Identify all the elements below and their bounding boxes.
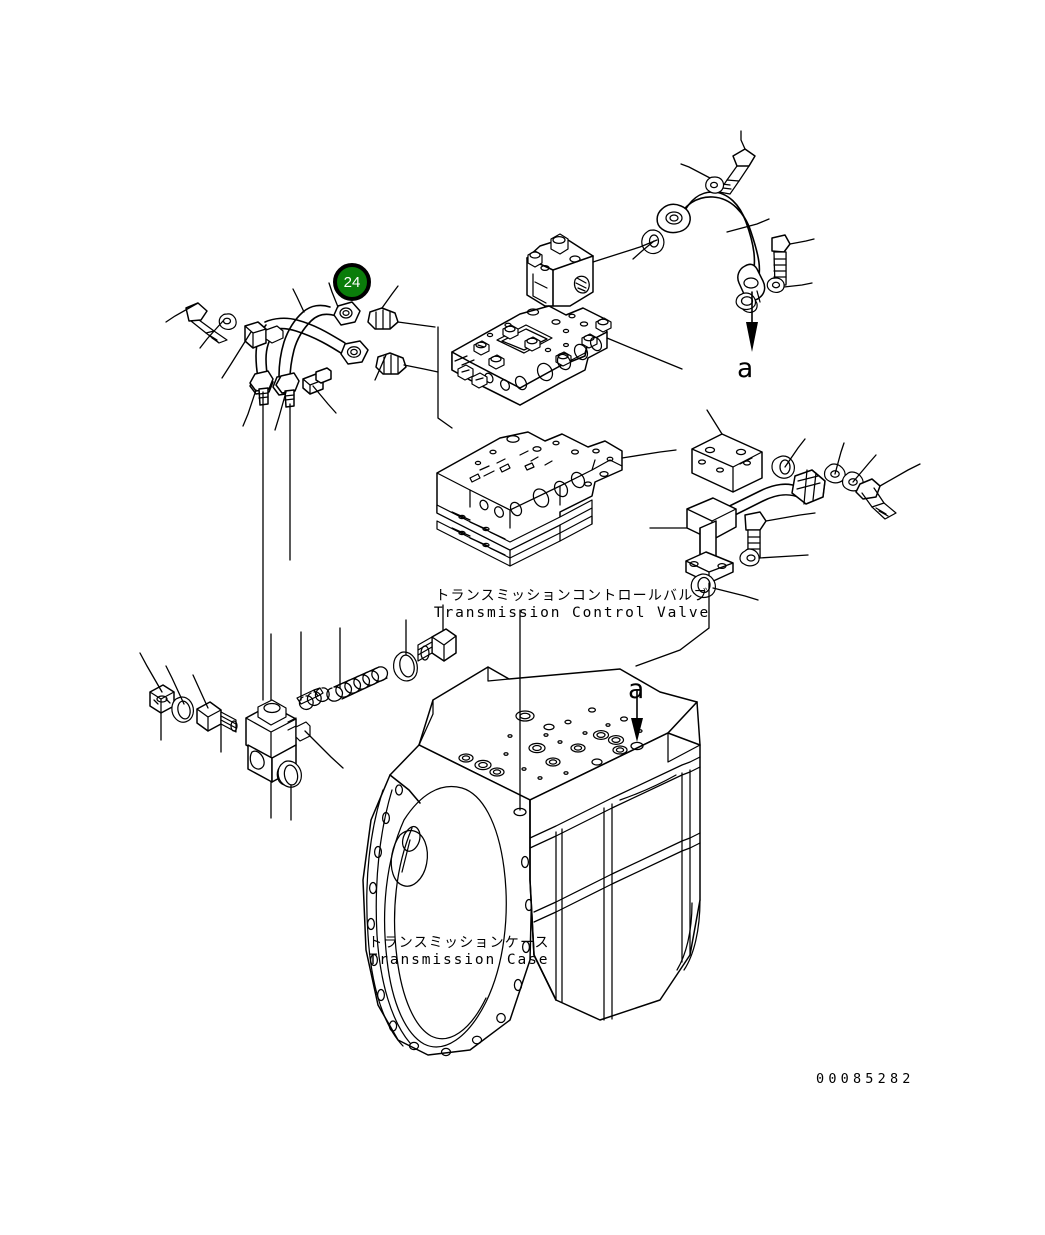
caption-en-text: Transmission Case [368,951,550,968]
transmission-control-valve-body [436,305,683,567]
transmission-case-housing [362,666,701,1057]
caption-en-text: Transmission Control Valve [433,604,711,621]
bracket-right [635,409,921,667]
section-arrow-case [630,689,644,751]
callout-badge-number: 24 [343,273,361,291]
tube-assembly-left [165,282,439,701]
drawing-number: 00085282 [816,1071,915,1087]
tube-assembly-upper-right [632,130,815,352]
assembly-leaders [513,609,527,817]
caption-transmission-control-valve: トランスミッションコントロールバルブ Transmission Control … [433,588,711,621]
valve-block-lower-left [139,604,457,821]
caption-jp-text: トランスミッションコントロールバルブ [435,588,709,604]
caption-jp-text: トランスミッションケース [368,935,550,951]
caption-transmission-case: トランスミッションケース Transmission Case [368,935,550,968]
callout-badge-24[interactable]: 24 [333,263,371,301]
solenoid-valve-block [526,233,658,307]
section-mark-a-top-right: a [736,353,754,384]
section-mark-a-case: a [627,674,645,705]
